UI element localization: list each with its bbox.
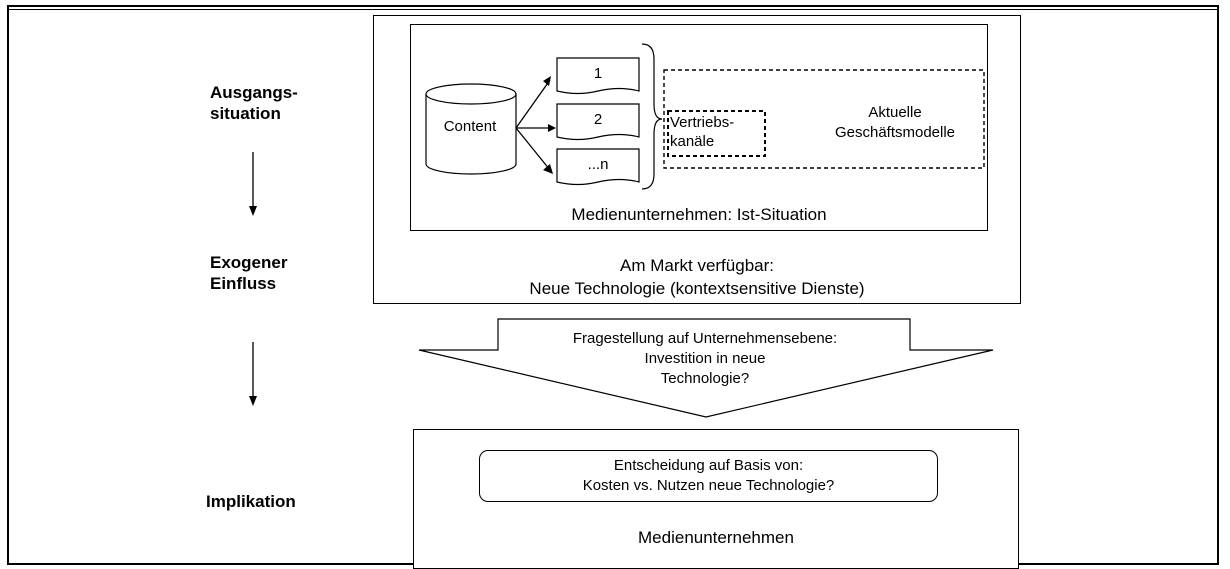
company-caption: Medienunternehmen	[638, 528, 794, 547]
label-exogen-line2: Einfluss	[210, 274, 277, 293]
decision-line2: Kosten vs. Nutzen neue Technologie?	[582, 477, 835, 494]
content-label: Content	[443, 118, 497, 135]
market-line1: Am Markt verfügbar:	[620, 256, 774, 275]
label-ausgang-line1: Ausgangs-	[210, 83, 298, 102]
vertriebskanaele-label: Vertriebs- kanäle	[670, 113, 734, 151]
down-arrow-2	[249, 342, 257, 406]
question-arrow	[418, 318, 994, 418]
vertrieb-line1: Vertriebs-	[670, 114, 735, 131]
label-exogener-einfluss: Exogener Einfluss	[210, 252, 287, 294]
label-ausgangssituation: Ausgangs- situation	[210, 82, 298, 124]
question-text: Fragestellung auf Unternehmensebene: Inv…	[500, 329, 910, 389]
channel-n-label: ...n	[587, 156, 609, 173]
ist-situation-diagram	[425, 43, 985, 190]
channel-1-label: 1	[593, 65, 603, 82]
brace-icon	[641, 43, 663, 190]
market-line2: Neue Technologie (kontextsensitive Diens…	[529, 279, 865, 298]
question-line1: Fragestellung auf Unternehmensebene:	[572, 330, 838, 347]
vertriebskanaele-dashed-box	[667, 110, 766, 157]
document-icon-2	[556, 103, 640, 141]
decision-line1: Entscheidung auf Basis von:	[613, 457, 804, 474]
channel-2-label: 2	[593, 111, 603, 128]
ist-situation-caption: Medienunternehmen: Ist-Situation	[571, 205, 827, 224]
question-line2: Investition in neue	[644, 350, 766, 367]
document-icon-n	[556, 148, 640, 186]
label-exogen-line1: Exogener	[210, 253, 288, 272]
document-icon-1	[556, 57, 640, 95]
distribution-arrows	[515, 76, 556, 174]
label-ausgang-line2: situation	[210, 104, 281, 123]
geschaeft-line1: Aktuelle	[868, 104, 922, 121]
vertrieb-line2: kanäle	[670, 133, 715, 150]
geschaeft-line2: Geschäftsmodelle	[834, 124, 956, 141]
decision-box: Entscheidung auf Basis von: Kosten vs. N…	[479, 450, 938, 502]
outer-frame-double-line	[9, 9, 1217, 10]
content-database-icon	[425, 83, 517, 175]
question-line3: Technologie?	[660, 370, 750, 387]
label-implikation: Implikation	[206, 492, 296, 511]
geschaeftsmodelle-label: Aktuelle Geschäftsmodelle	[810, 103, 980, 143]
company-ist-box	[410, 24, 988, 231]
down-arrow-1	[249, 152, 257, 216]
geschaeftsmodelle-dashed-box	[663, 69, 985, 169]
market-text: Am Markt verfügbar: Neue Technologie (ko…	[373, 254, 1021, 300]
